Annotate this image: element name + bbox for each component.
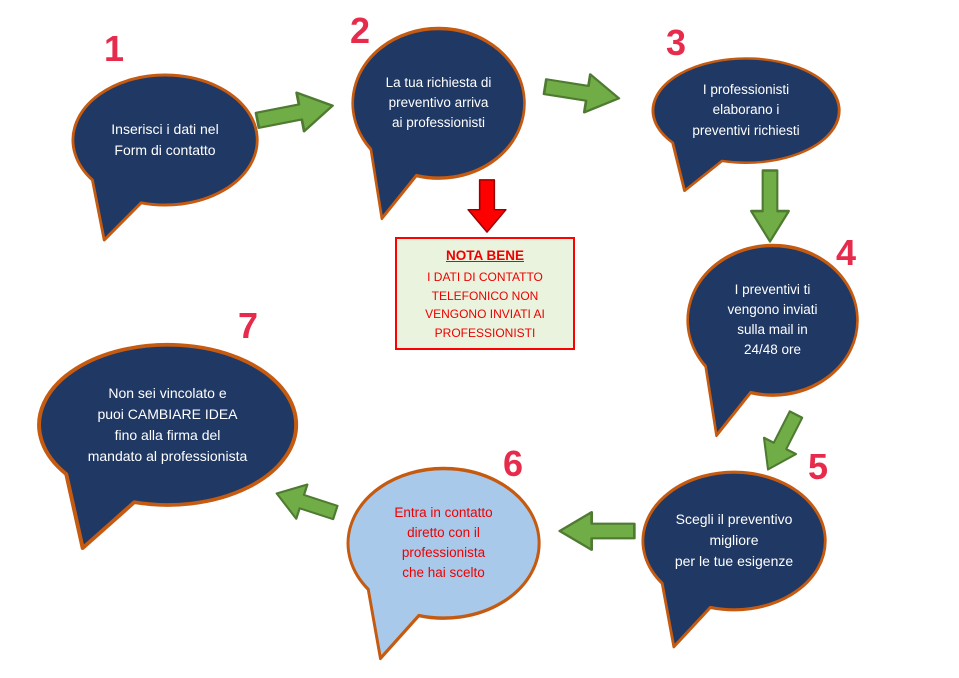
step-5-text: Scegli il preventivo migliore per le tue… bbox=[674, 511, 794, 570]
step-1-number: 1 bbox=[104, 28, 125, 69]
flow-arrow-6-7 bbox=[268, 473, 344, 533]
note-title: NOTA BENE bbox=[445, 248, 524, 263]
step-3-bubble: I professionisti elaborano i preventivi … bbox=[650, 56, 842, 194]
note-arrow-red bbox=[465, 178, 509, 234]
step-7-number: 7 bbox=[238, 305, 259, 346]
flow-arrow-4-5 bbox=[748, 403, 815, 481]
step-6-number: 6 bbox=[503, 443, 524, 484]
speech-bubble-icon bbox=[37, 342, 299, 550]
flow-arrow-5-6 bbox=[557, 509, 637, 553]
step-1-bubble: Inserisci i dati nel Form di contatto bbox=[70, 72, 260, 244]
speech-bubble-icon bbox=[71, 73, 259, 242]
step-4-number: 4 bbox=[836, 232, 857, 273]
step-5-bubble: Scegli il preventivo migliore per le tue… bbox=[640, 469, 828, 651]
step-6-text: Entra in contatto diretto con il profess… bbox=[394, 504, 493, 581]
speech-bubble-icon bbox=[346, 466, 541, 661]
note-body: I DATI DI CONTATTO TELEFONICO NON VENGON… bbox=[425, 270, 545, 340]
step-4-bubble: I preventivi ti vengono inviati sulla ma… bbox=[685, 242, 860, 440]
step-5-number: 5 bbox=[808, 446, 829, 487]
speech-bubble-icon bbox=[651, 57, 841, 192]
flow-arrow-3-4 bbox=[748, 168, 792, 244]
step-4-text: I preventivi ti vengono inviati sulla ma… bbox=[727, 281, 818, 358]
step-2-text: La tua richiesta di preventivo arriva ai… bbox=[385, 74, 492, 131]
speech-bubble-icon bbox=[686, 243, 859, 438]
step-7-bubble: Non sei vincolato e puoi CAMBIARE IDEA f… bbox=[35, 341, 300, 553]
note-box: NOTA BENE I DATI DI CONTATTO TELEFONICO … bbox=[395, 237, 575, 350]
step-6-bubble: Entra in contatto diretto con il profess… bbox=[345, 465, 542, 663]
speech-bubble-icon bbox=[641, 470, 827, 649]
flow-arrow-2-3 bbox=[539, 64, 625, 121]
flow-arrow-1-2 bbox=[250, 83, 339, 144]
step-3-number: 3 bbox=[666, 22, 687, 63]
speech-bubble-icon bbox=[351, 26, 526, 221]
step-3-text: I professionisti elaborano i preventivi … bbox=[692, 82, 800, 138]
step-2-bubble: La tua richiesta di preventivo arriva ai… bbox=[350, 25, 527, 223]
step-2-number: 2 bbox=[350, 10, 371, 51]
step-1-text: Inserisci i dati nel Form di contatto bbox=[111, 120, 219, 158]
step-7-text: Non sei vincolato e puoi CAMBIARE IDEA f… bbox=[87, 384, 248, 464]
